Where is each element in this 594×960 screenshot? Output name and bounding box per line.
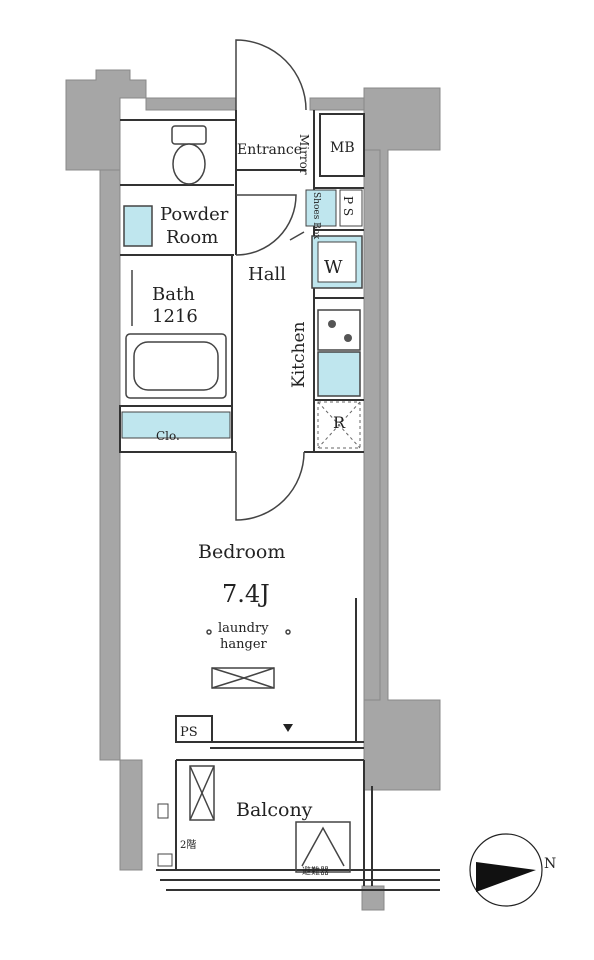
bath-label-2: 1216	[152, 306, 198, 327]
fixtures	[121, 125, 363, 873]
bathtub-icon	[125, 333, 227, 399]
laundry-hanger-label-2: hanger	[220, 637, 268, 652]
escape-hatch-label: 避難器	[302, 865, 329, 877]
entrance-label: Entrance	[237, 142, 302, 158]
balcony-label: Balcony	[236, 799, 313, 821]
escape-hatch-icon	[295, 821, 351, 873]
washer-pan-icon	[311, 235, 363, 289]
ps-top-label: P S	[341, 196, 355, 216]
room-labels: Entrance MB Mirror Shoes Box P S Powder …	[152, 134, 355, 877]
sink-icon	[123, 205, 153, 247]
mirror-label: Mirror	[297, 134, 311, 175]
outdoor-unit-icon	[189, 765, 215, 821]
compass-ring	[469, 833, 543, 907]
doors	[235, 39, 307, 521]
mb-label: MB	[330, 140, 355, 156]
powder-room-label-2: Room	[166, 227, 218, 248]
shoes-box-label: Shoes Box	[311, 192, 321, 239]
floor-note-label: 2階	[180, 839, 196, 851]
structural-walls	[65, 69, 441, 911]
bedroom-label: Bedroom	[198, 541, 285, 563]
refrigerator-space	[317, 401, 361, 449]
washer-label: W	[324, 257, 343, 278]
ps-bottom-label: PS	[180, 725, 198, 740]
closet-rail	[121, 411, 231, 439]
bedroom-door	[235, 451, 305, 521]
bedroom-size-label: 7.4J	[222, 580, 270, 608]
laundry-hanger-label-1: laundry	[218, 621, 269, 636]
compass-north-label: N	[544, 856, 556, 872]
toilet-icon	[171, 125, 207, 185]
entrance-door	[235, 39, 307, 111]
pipe-space-top	[339, 189, 363, 227]
compass: N	[469, 833, 556, 907]
powder-room-door	[235, 194, 297, 256]
stove-icon	[317, 309, 361, 351]
laundry-hanger-icon	[206, 629, 291, 689]
powder-room-label-1: Powder	[160, 204, 229, 225]
hall-label: Hall	[248, 264, 286, 285]
compass-needle-icon	[476, 862, 536, 892]
bath-label-1: Bath	[152, 284, 195, 305]
interior-walls	[119, 110, 440, 891]
kitchen-label: Kitchen	[289, 322, 309, 388]
shoe-box	[305, 189, 337, 227]
refrigerator-label: R	[333, 413, 346, 432]
kitchen-sink-icon	[317, 351, 361, 397]
sash-marker-icon	[283, 724, 293, 732]
closet-label: Clo.	[156, 429, 180, 443]
